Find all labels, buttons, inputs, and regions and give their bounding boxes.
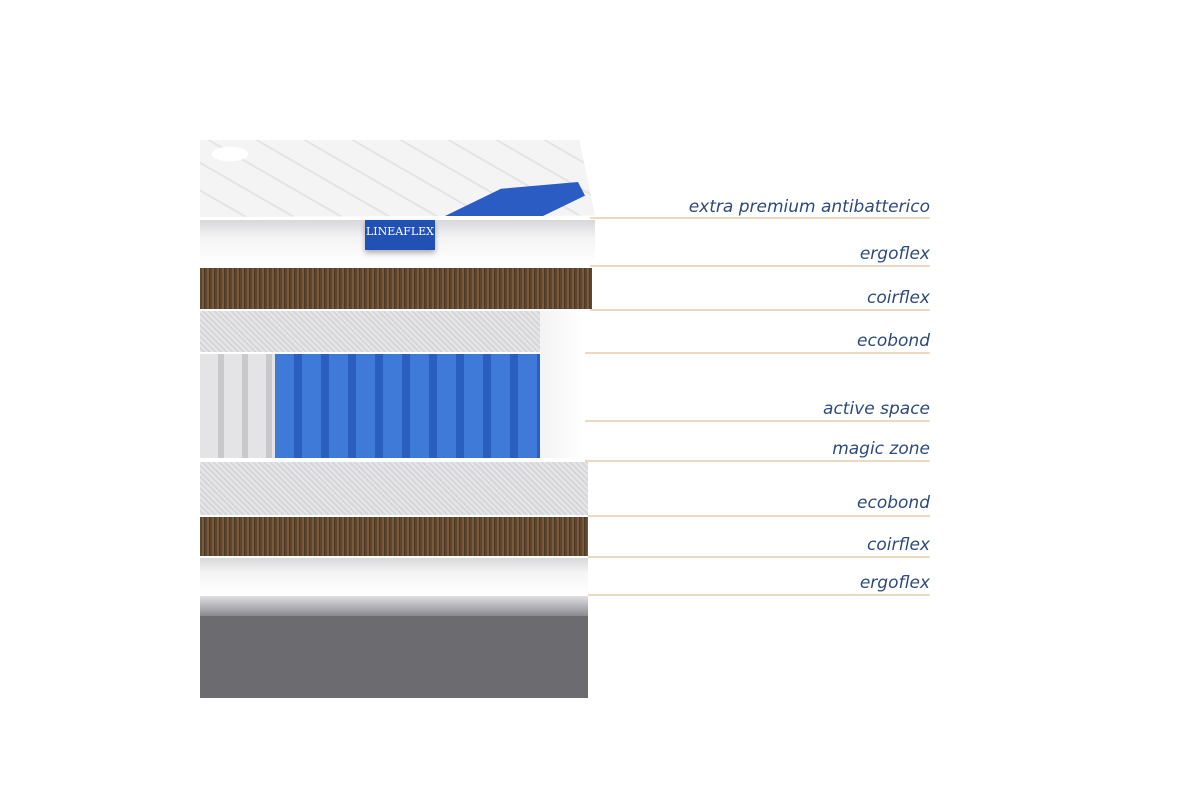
label-ergoflex-bottom: ergoflex xyxy=(859,573,930,593)
label-magic-zone: magic zone xyxy=(832,439,930,459)
leader-line xyxy=(588,594,930,596)
leader-line xyxy=(588,515,930,517)
label-ergoflex-top: ergoflex xyxy=(859,244,930,264)
side-frame xyxy=(540,311,585,458)
label-ecobond-bottom: ecobond xyxy=(857,493,930,513)
leader-line xyxy=(590,217,930,219)
base-lip xyxy=(200,596,588,616)
label-active-space: active space xyxy=(823,399,930,419)
layer-topper xyxy=(200,140,595,217)
layer-ecobond-bottom xyxy=(200,462,588,515)
layer-coirflex-bottom xyxy=(200,517,588,556)
layer-coirflex-top xyxy=(200,268,592,309)
leader-line xyxy=(585,352,930,354)
layer-ecobond-top xyxy=(200,311,540,352)
layer-springs-blue xyxy=(275,354,540,458)
leader-line xyxy=(585,460,930,462)
leader-line xyxy=(590,309,930,311)
label-coirflex-top: coirflex xyxy=(867,288,930,308)
layer-springs-grey xyxy=(200,354,275,458)
brand-logo-label: LINEAFLEX xyxy=(365,220,435,250)
leader-line xyxy=(588,556,930,558)
layer-base xyxy=(200,616,588,698)
label-coirflex-bottom: coirflex xyxy=(867,535,930,555)
leader-line xyxy=(585,420,930,422)
label-ecobond-top: ecobond xyxy=(857,331,930,351)
layer-ergoflex-bottom xyxy=(200,558,588,594)
label-extra-premium: extra premium antibatterico xyxy=(688,197,930,217)
leader-line xyxy=(590,265,930,267)
